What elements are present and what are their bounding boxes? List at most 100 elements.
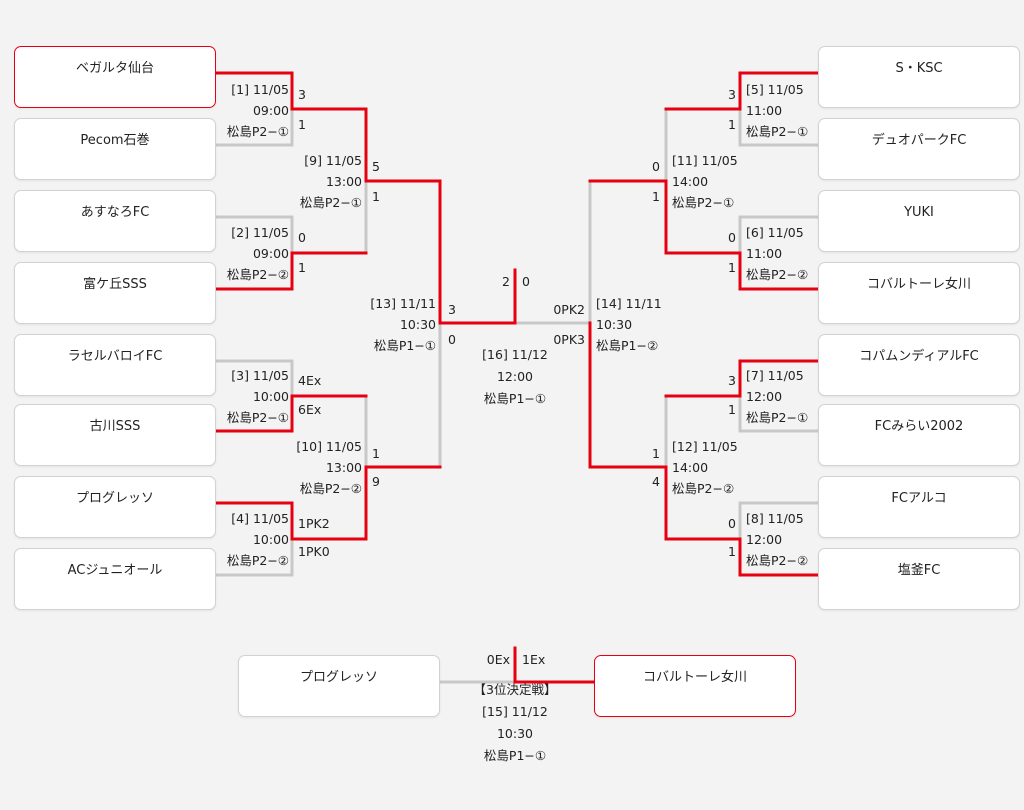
team-box-left-6: 古川SSS [14, 404, 216, 466]
score-final-left: 2 [502, 274, 510, 289]
team-name: FCみらい2002 [874, 419, 964, 434]
match-time: 14:00 [672, 460, 709, 475]
team-box-right-5: コパムンディアルFC [818, 334, 1020, 396]
team-name: プログレッソ [75, 491, 154, 506]
match-info-m2: [2] 11/05 09:00 松島P2−② [189, 222, 289, 285]
match-info-m10: [10] 11/05 13:00 松島P2−② [262, 436, 362, 499]
match-label: [9] 11/05 [304, 153, 362, 168]
match-time: 09:00 [252, 103, 289, 118]
match-time: 10:00 [252, 532, 289, 547]
match-info-third-place: 【3位決定戦】 [15] 11/12 10:30 松島P1−① [445, 679, 585, 767]
match-label: [12] 11/05 [672, 439, 738, 454]
score-m7-bottom: 1 [728, 402, 736, 417]
match-time: 14:00 [672, 174, 709, 189]
bracket-line-left-team-4 [214, 251, 294, 291]
match-venue: 松島P2−① [226, 410, 289, 425]
match-venue: 松島P2−② [672, 481, 735, 496]
score-m3-top: 4Ex [298, 373, 322, 388]
bracket-line-left-team-7 [214, 501, 294, 541]
match-info-m6: [6] 11/05 11:00 松島P2−② [746, 222, 808, 285]
bracket-line-left-team-1 [214, 71, 294, 111]
bracket-line-right-team-6 [738, 394, 820, 433]
score-m1-bottom: 1 [298, 117, 306, 132]
team-box-right-3: YUKI [818, 190, 1020, 252]
match-time: 10:30 [596, 317, 633, 332]
team-name: ラセルバロイFC [67, 349, 163, 364]
score-m13-bottom: 0 [448, 332, 456, 347]
team-name: FCアルコ [891, 491, 947, 506]
score-m12-top: 1 [652, 446, 660, 461]
match-venue: 松島P1−② [596, 338, 659, 353]
match-time: 12:00 [496, 369, 534, 384]
match-info-m3: [3] 11/05 10:00 松島P2−① [189, 365, 289, 428]
match-venue: 松島P2−① [299, 195, 362, 210]
match-label: [4] 11/05 [231, 511, 289, 526]
match-venue: 松島P2−② [746, 553, 809, 568]
bracket-line-right-team-1 [738, 71, 820, 111]
team-box-left-7: プログレッソ [14, 476, 216, 538]
team-box-left-5: ラセルバロイFC [14, 334, 216, 396]
score-m3-bottom: 6Ex [298, 402, 322, 417]
score-m6-top: 0 [728, 230, 736, 245]
score-third-left: 0Ex [486, 652, 510, 667]
score-third-right: 1Ex [522, 652, 546, 667]
score-m8-bottom: 1 [728, 544, 736, 559]
team-box-left-8: ACジュニオール [14, 548, 216, 610]
score-m14-top: 0PK2 [553, 302, 585, 317]
match-venue: 松島P1−① [483, 391, 547, 406]
match-label: [6] 11/05 [746, 225, 804, 240]
score-m9-top: 5 [372, 159, 380, 174]
team-box-left-1: ベガルタ仙台 [14, 46, 216, 108]
team-box-right-8: 塩釜FC [818, 548, 1020, 610]
match-time: 13:00 [325, 460, 362, 475]
team-name: コパムンディアルFC [859, 349, 979, 364]
score-m2-bottom: 1 [298, 260, 306, 275]
match-time: 10:30 [399, 317, 436, 332]
team-name: ACジュニオール [67, 563, 163, 578]
bracket-line-left-team-2 [214, 107, 294, 147]
team-name: あすなろFC [80, 205, 150, 220]
match-venue: 松島P1−① [373, 338, 436, 353]
match-time: 11:00 [746, 103, 783, 118]
bracket-line-m1-out [290, 107, 368, 183]
score-m9-bottom: 1 [372, 189, 380, 204]
bracket-line-right-team-8 [738, 537, 820, 577]
match-venue: 松島P2−① [746, 410, 809, 425]
team-box-right-6: FCみらい2002 [818, 404, 1020, 466]
match-info-m5: [5] 11/05 11:00 松島P2−① [746, 79, 808, 142]
team-name: S・KSC [895, 61, 943, 76]
match-venue: 松島P2−② [226, 553, 289, 568]
team-box-right-7: FCアルコ [818, 476, 1020, 538]
match-info-final: [16] 11/12 12:00 松島P1−① [455, 344, 575, 410]
team-name: 富ケ丘SSS [83, 277, 147, 292]
match-label: [5] 11/05 [746, 82, 804, 97]
match-venue: 松島P2−① [746, 124, 809, 139]
team-name: デュオパークFC [871, 133, 967, 148]
bracket-line-m8-out [664, 465, 742, 541]
match-info-m1: [1] 11/05 09:00 松島P2−① [189, 79, 289, 142]
match-info-m8: [8] 11/05 12:00 松島P2−② [746, 508, 808, 571]
bracket-line-right-team-3 [738, 215, 820, 255]
match-label: [13] 11/11 [370, 296, 436, 311]
team-name: YUKI [904, 205, 934, 220]
score-m4-top: 1PK2 [298, 516, 330, 531]
match-label: [3] 11/05 [231, 368, 289, 383]
third-place-title: 【3位決定戦】 [473, 682, 557, 697]
score-m2-top: 0 [298, 230, 306, 245]
match-info-m14: [14] 11/11 10:30 松島P1−② [596, 293, 662, 356]
team-name: プログレッソ [299, 670, 378, 685]
score-m4-bottom: 1PK0 [298, 544, 330, 559]
match-label: [14] 11/11 [596, 296, 662, 311]
match-info-m13: [13] 11/11 10:30 松島P1−① [336, 293, 436, 356]
match-time: 11:00 [746, 246, 783, 261]
bracket-line-m12-out [588, 321, 668, 469]
score-m6-bottom: 1 [728, 260, 736, 275]
score-m10-bottom: 9 [372, 474, 380, 489]
match-time: 12:00 [746, 389, 783, 404]
bracket-line-left-team-6 [214, 394, 294, 433]
score-m5-bottom: 1 [728, 117, 736, 132]
score-m11-top: 0 [652, 159, 660, 174]
match-label: [8] 11/05 [746, 511, 804, 526]
